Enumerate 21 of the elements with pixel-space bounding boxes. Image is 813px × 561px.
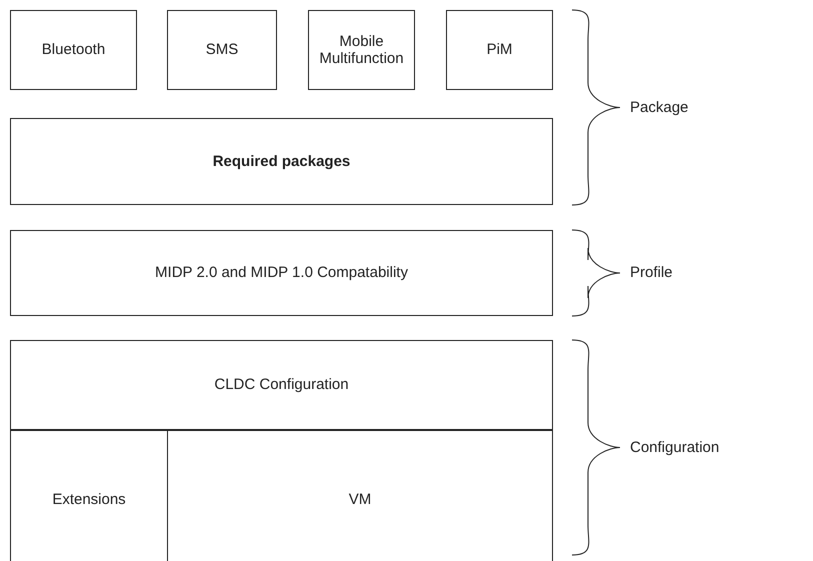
layer-label: Extensions — [52, 491, 126, 509]
layer-label: MIDP 2.0 and MIDP 1.0 Compatability — [155, 264, 408, 282]
layer-label: VM — [348, 491, 372, 509]
layer-box — [446, 10, 553, 90]
layer-box — [10, 340, 553, 430]
layer-box — [10, 230, 553, 316]
layer-box — [308, 10, 415, 90]
layer-box — [10, 10, 137, 90]
layer-label: SMS — [206, 41, 238, 59]
layer-box — [167, 430, 553, 561]
layer-label: Mobile Multifunction — [318, 32, 405, 68]
layer-box — [10, 430, 168, 561]
layer-label: CLDC Configuration — [214, 376, 349, 394]
layer-box — [167, 10, 277, 90]
bracket-label: Configuration — [630, 438, 720, 456]
layer-label: PiM — [486, 41, 512, 59]
layer-box — [10, 118, 553, 205]
bracket-label: Profile — [630, 264, 673, 281]
layer-label: Bluetooth — [42, 41, 106, 59]
layer-label: Required packages — [212, 152, 350, 170]
bracket-label: Package — [630, 98, 688, 116]
